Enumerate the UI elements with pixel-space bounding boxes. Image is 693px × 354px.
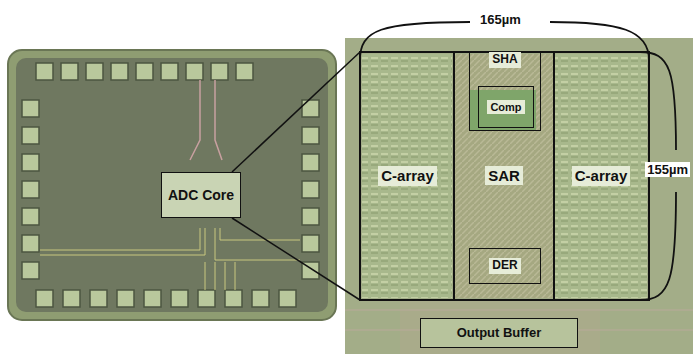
bond-pad: [279, 290, 296, 307]
comparator-block: Comp: [478, 86, 534, 128]
bond-pad: [63, 290, 80, 307]
dimension-label: 165µm: [478, 12, 523, 27]
bond-pad: [236, 63, 253, 80]
capacitor-array-block: C-array: [553, 52, 649, 300]
bond-pad: [171, 290, 188, 307]
bond-pad: [302, 127, 319, 144]
bond-pad: [186, 63, 203, 80]
bond-pad: [117, 290, 134, 307]
dimension-label: 155µm: [645, 162, 690, 177]
core-box: ADC Core: [161, 172, 241, 218]
bond-pad: [22, 100, 39, 117]
bond-pad: [144, 290, 161, 307]
bond-pad: [302, 208, 319, 225]
bond-pad: [161, 63, 178, 80]
bond-pad: [302, 154, 319, 171]
bond-pad: [86, 63, 103, 80]
bond-pad: [36, 63, 53, 80]
bond-pad: [61, 63, 78, 80]
bond-pad: [22, 154, 39, 171]
bond-pad: [22, 208, 39, 225]
block-label: C-array: [378, 166, 437, 185]
der-block: DER: [469, 248, 541, 284]
block-label: Comp: [487, 100, 524, 115]
bond-pad: [302, 181, 319, 198]
bond-pad: [211, 63, 228, 80]
bond-pad: [136, 63, 153, 80]
bond-pad: [111, 63, 128, 80]
bond-pad: [302, 100, 319, 117]
block-label: SHA: [489, 52, 520, 68]
block-label: C-array: [572, 166, 631, 185]
bond-pad: [198, 290, 215, 307]
sha-block: SHA Comp: [469, 51, 541, 131]
bond-pad: [36, 290, 53, 307]
bond-pad: [302, 235, 319, 252]
bond-pad: [22, 127, 39, 144]
bond-pad: [22, 262, 39, 279]
bond-pad: [225, 290, 242, 307]
block-label: SAR: [485, 166, 523, 185]
bond-pad: [252, 290, 269, 307]
bond-pad: [90, 290, 107, 307]
output-buffer-box: Output Buffer: [420, 318, 578, 348]
sar-logic-block: SAR SHA CompDER: [453, 52, 555, 300]
bond-pad: [22, 235, 39, 252]
bond-pad: [22, 181, 39, 198]
block-label: DER: [489, 258, 520, 274]
block-label: ADC Core: [165, 186, 237, 204]
block-label: Output Buffer: [454, 325, 544, 342]
capacitor-array-block: C-array: [360, 52, 455, 300]
